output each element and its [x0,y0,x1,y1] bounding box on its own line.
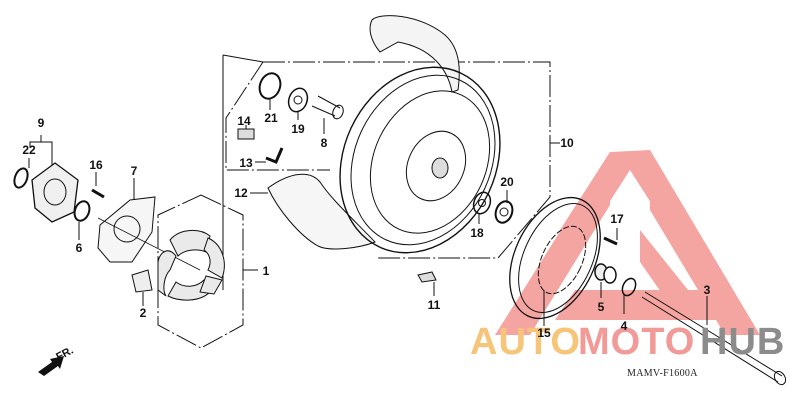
part-label-7[interactable]: 7 [130,164,138,178]
part-label-16[interactable]: 16 [89,158,103,172]
part-label-19[interactable]: 19 [291,122,305,136]
part-label-18[interactable]: 18 [470,226,484,240]
watermark-text-moto: MOTO [578,321,696,363]
part-label-3[interactable]: 3 [703,283,711,297]
part-label-15[interactable]: 15 [537,326,551,340]
part-label-22[interactable]: 22 [22,143,36,157]
part-label-21[interactable]: 21 [264,111,278,125]
part-label-10[interactable]: 10 [560,136,574,150]
part-label-6[interactable]: 6 [75,241,83,255]
watermark-logo-icon [495,150,760,335]
part-label-12[interactable]: 12 [234,186,248,200]
part-label-20[interactable]: 20 [500,175,514,189]
part-label-2[interactable]: 2 [139,306,147,320]
part-label-4[interactable]: 4 [620,319,628,333]
part-label-1[interactable]: 1 [262,264,270,278]
part-label-9[interactable]: 9 [37,116,45,130]
part-label-8[interactable]: 8 [320,136,328,150]
part-label-13[interactable]: 13 [239,156,253,170]
diagram-code: MAMV-F1600A [627,368,698,379]
part-label-17[interactable]: 17 [610,212,624,226]
watermark-text-hub: HUB [700,321,786,363]
part-label-14[interactable]: 14 [237,114,251,128]
part-label-11[interactable]: 11 [427,298,441,312]
watermark-text-auto: AUTO [470,321,581,363]
part-label-5[interactable]: 5 [597,300,605,314]
front-direction-arrow-icon [38,356,64,376]
